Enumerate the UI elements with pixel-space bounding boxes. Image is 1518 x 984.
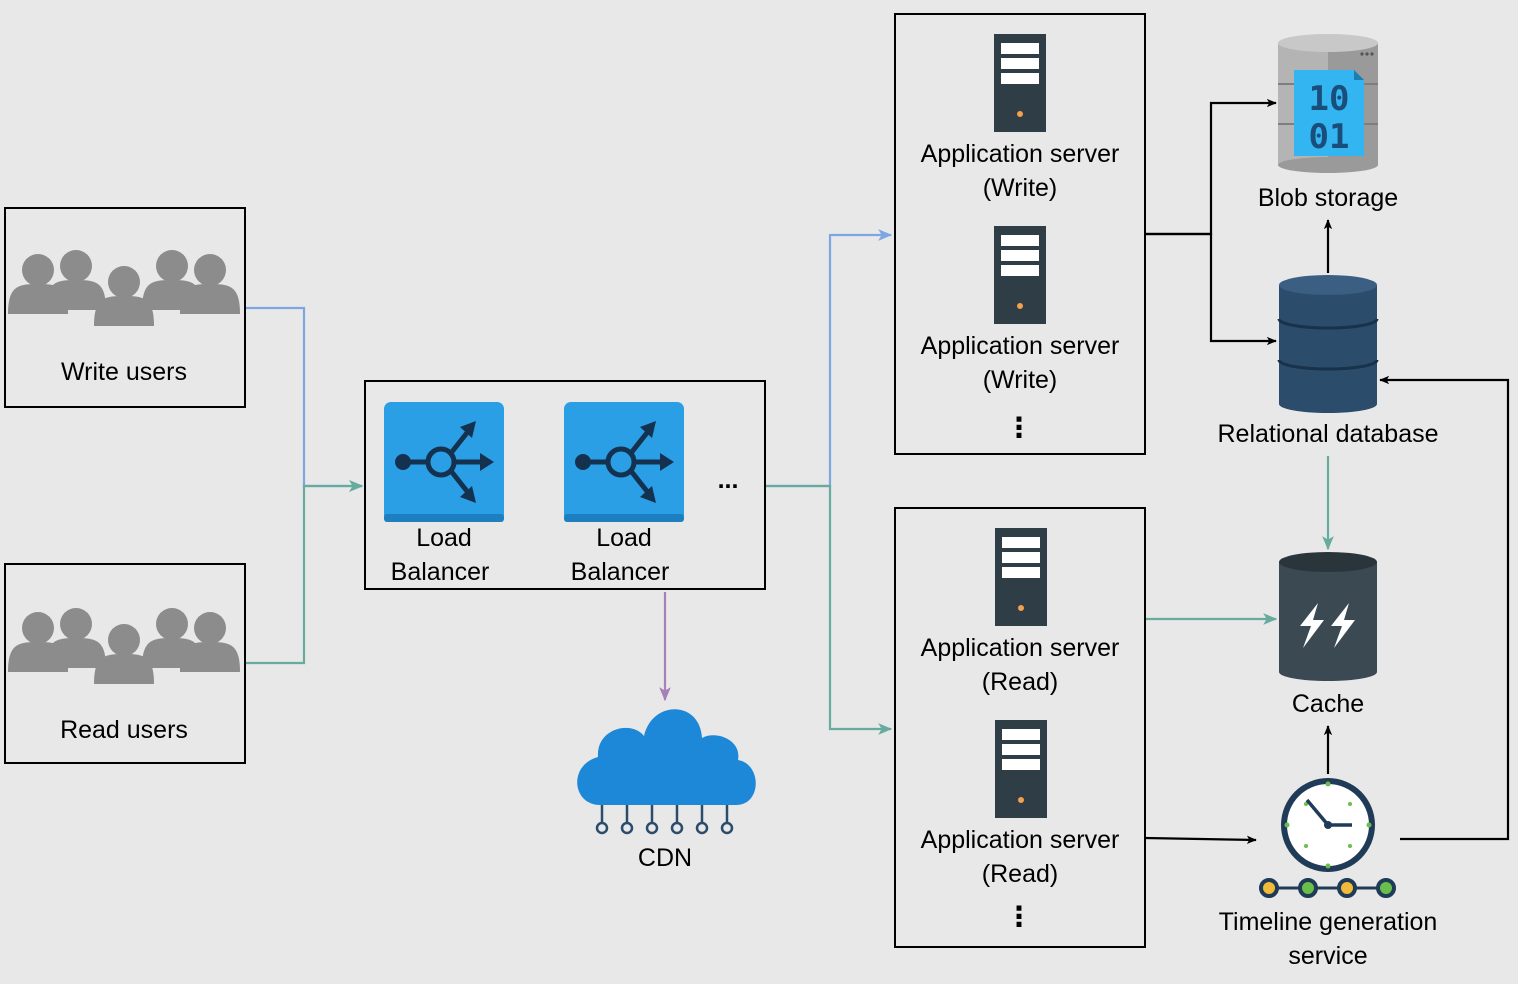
clock-service-icon: [1259, 778, 1396, 898]
cache-label: Cache: [1292, 690, 1364, 718]
blob-storage-label: Blob storage: [1258, 184, 1398, 212]
cdn-node[interactable]: CDN: [577, 709, 756, 872]
app-read-1-line1: Application server: [921, 634, 1120, 662]
edge-read-users-to-lb: [245, 480, 364, 665]
app-server-read-group[interactable]: Application server (Read) Application se…: [894, 507, 1146, 948]
load-balancer-more: ...: [718, 466, 739, 494]
timeline-service-node[interactable]: Timeline generation service: [1219, 778, 1438, 970]
app-read-2-line1: Application server: [921, 826, 1120, 854]
edges: [245, 98, 1510, 845]
relational-database-label: Relational database: [1218, 420, 1439, 448]
timeline-service-line2: service: [1288, 942, 1367, 970]
timeline-service-line1: Timeline generation: [1219, 908, 1438, 936]
app-write-more: ⋮: [1005, 412, 1033, 443]
app-write-2-line1: Application server: [921, 332, 1120, 360]
app-read-more: ⋮: [1005, 901, 1033, 932]
load-balancer-group[interactable]: Load Balancer Load Balancer ...: [364, 380, 766, 590]
blob-icon-text-1: 10: [1309, 79, 1350, 119]
edge-app-read-to-timeline: [1144, 835, 1257, 845]
cache-lightning-icon: [1279, 552, 1377, 681]
load-balancer-2-line1: Load: [596, 524, 652, 552]
server-tower-icon: [994, 34, 1046, 132]
relational-database-node[interactable]: Relational database: [1218, 275, 1439, 448]
cache-node[interactable]: Cache: [1279, 552, 1377, 718]
load-balancer-1-line1: Load: [416, 524, 472, 552]
read-users-label: Read users: [60, 716, 188, 744]
server-tower-icon: [995, 528, 1047, 626]
people-group-icon: [8, 608, 240, 684]
server-tower-icon: [995, 720, 1047, 818]
edge-lb-to-app-write: [765, 229, 893, 488]
app-write-1-line1: Application server: [921, 140, 1120, 168]
edge-timeline-to-db: [1379, 375, 1510, 841]
blob-icon-text-2: 01: [1309, 117, 1350, 157]
people-group-icon: [8, 250, 240, 326]
cdn-label: CDN: [638, 844, 692, 872]
load-balancer-icon: [564, 402, 684, 522]
read-users-node[interactable]: Read users: [4, 563, 246, 764]
app-read-2-line2: (Read): [982, 860, 1058, 888]
load-balancer-1-line2: Balancer: [391, 558, 490, 586]
app-write-2-line2: (Write): [983, 366, 1058, 394]
edge-lb-to-app-read: [765, 484, 893, 735]
blob-storage-node[interactable]: 10 01 Blob storage: [1258, 34, 1398, 212]
app-read-1-line2: (Read): [982, 668, 1058, 696]
load-balancer-2-line2: Balancer: [571, 558, 670, 586]
edge-app-write-to-blob: [1145, 98, 1277, 236]
write-users-node[interactable]: Write users: [4, 207, 246, 408]
cloud-network-icon: [577, 709, 756, 835]
write-users-label: Write users: [61, 358, 187, 386]
edge-app-write-to-db: [1145, 232, 1277, 346]
app-write-1-line2: (Write): [983, 174, 1058, 202]
server-tower-icon: [994, 226, 1046, 324]
app-server-write-group[interactable]: Application server (Write) Application s…: [894, 13, 1146, 455]
database-stack-icon: [1277, 275, 1379, 413]
load-balancer-icon: [384, 402, 504, 522]
edge-write-users-to-lb: [245, 306, 364, 492]
blob-storage-icon: 10 01: [1278, 34, 1378, 173]
